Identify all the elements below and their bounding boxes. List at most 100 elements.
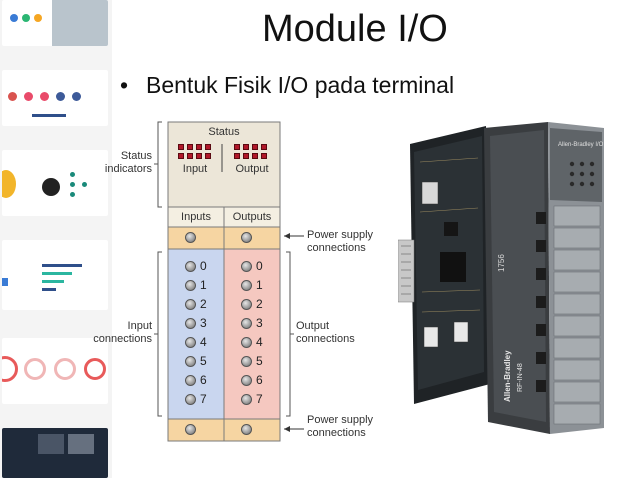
label-line: Input (127, 320, 152, 332)
label-line: Power supply (307, 229, 374, 241)
slide-thumbnail-strip[interactable] (0, 0, 112, 478)
label-line: connections (307, 242, 366, 254)
thumbnail-graphic (10, 14, 18, 22)
status-led (205, 153, 211, 159)
input-terminal-number: 0 (200, 259, 207, 273)
slide-thumbnail[interactable] (2, 0, 108, 46)
input-terminal-number: 7 (200, 392, 207, 406)
thumbnail-graphic (2, 356, 18, 382)
thumbnail-graphic (54, 358, 76, 380)
input-terminal-screw (185, 375, 196, 386)
label-line: connections (307, 427, 366, 439)
input-terminal-screw (185, 356, 196, 367)
thumbnail-photo (68, 434, 94, 454)
module-brand-label: Allen-Bradley (503, 350, 512, 402)
module-top-label: Allen-Bradley I/O (558, 142, 604, 148)
input-terminal-screw (185, 280, 196, 291)
output-terminal-screw (241, 299, 252, 310)
thumbnail-graphic (82, 182, 87, 187)
input-terminal-number: 5 (200, 354, 207, 368)
thumbnail-graphic (70, 192, 75, 197)
thumbnail-photo (38, 434, 64, 454)
output-terminal-number: 3 (256, 316, 263, 330)
status-led (205, 144, 211, 150)
output-terminal-screw (241, 318, 252, 329)
label-line: Output (296, 320, 330, 332)
slide-thumbnail[interactable] (2, 240, 108, 310)
thumbnail-graphic (2, 278, 8, 286)
status-led (187, 153, 193, 159)
status-led (261, 153, 267, 159)
power-supply-bottom-label: Power supply connections (307, 414, 388, 440)
output-connections-label: Output connections (296, 320, 388, 346)
input-connections-label: Input connections (88, 320, 152, 346)
input-terminal-screw (185, 261, 196, 272)
output-terminal-number: 7 (256, 392, 263, 406)
thumbnail-graphic (84, 358, 106, 380)
output-terminal-screw (241, 261, 252, 272)
status-indicators-label: Status indicators (88, 150, 152, 176)
output-terminal-screw (241, 337, 252, 348)
diagram-frame (154, 121, 304, 442)
status-led (196, 153, 202, 159)
output-terminal-number: 4 (256, 335, 263, 349)
thumbnail-graphic (22, 14, 30, 22)
input-terminal-screw (185, 299, 196, 310)
thumbnail-graphic (24, 358, 46, 380)
label-line: connections (93, 333, 152, 345)
label-line: indicators (104, 163, 152, 175)
thumbnail-graphic (8, 92, 17, 101)
status-led (261, 144, 267, 150)
slide-thumbnail[interactable] (2, 70, 108, 126)
thumbnail-graphic (2, 170, 16, 198)
output-terminal-screw (241, 356, 252, 367)
thumbnail-graphic (42, 280, 64, 283)
label-line: Status (120, 150, 152, 162)
status-led (243, 153, 249, 159)
slide-bullet: • Bentuk Fisik I/O pada terminal (120, 72, 454, 99)
input-terminal-number: 6 (200, 373, 207, 387)
bullet-text: Bentuk Fisik I/O pada terminal (146, 72, 455, 98)
thumbnail-photo (52, 0, 108, 46)
input-terminal-screw (185, 337, 196, 348)
output-terminal-number: 6 (256, 373, 263, 387)
power-terminal-screw (185, 424, 196, 435)
thumbnail-graphic (42, 178, 60, 196)
bullet-mark: • (120, 72, 129, 98)
io-module-diagram: Status Input Output Inputs Outputs 0 1 2… (88, 110, 388, 445)
thumbnail-graphic (42, 264, 82, 267)
module-catalog-label: 1756 (497, 254, 506, 272)
thumbnail-graphic (32, 114, 66, 117)
status-led (196, 144, 202, 150)
power-terminal-screw (241, 424, 252, 435)
thumbnail-graphic (70, 172, 75, 177)
input-terminal-number: 4 (200, 335, 207, 349)
output-terminal-number: 0 (256, 259, 263, 273)
power-supply-top-label: Power supply connections (307, 229, 388, 255)
thumbnail-graphic (40, 92, 49, 101)
output-terminal-screw (241, 375, 252, 386)
slide-title: Module I/O (262, 8, 448, 50)
output-terminal-number: 2 (256, 297, 263, 311)
thumbnail-graphic (72, 92, 81, 101)
status-led (178, 153, 184, 159)
output-terminal-number: 5 (256, 354, 263, 368)
input-terminal-screw (185, 318, 196, 329)
thumbnail-graphic (42, 288, 56, 291)
slide-thumbnail[interactable] (2, 428, 108, 478)
status-led (178, 144, 184, 150)
status-led (252, 144, 258, 150)
status-led (252, 153, 258, 159)
thumbnail-graphic (70, 182, 75, 187)
slide-thumbnail[interactable] (2, 150, 108, 216)
output-terminal-screw (241, 394, 252, 405)
status-led (234, 153, 240, 159)
status-led (187, 144, 193, 150)
status-led (243, 144, 249, 150)
thumbnail-graphic (42, 272, 72, 275)
inputs-header: Inputs (181, 211, 211, 223)
thumbnail-graphic (34, 14, 42, 22)
input-terminal-number: 2 (200, 297, 207, 311)
thumbnail-graphic (24, 92, 33, 101)
slide-thumbnail[interactable] (2, 338, 108, 404)
